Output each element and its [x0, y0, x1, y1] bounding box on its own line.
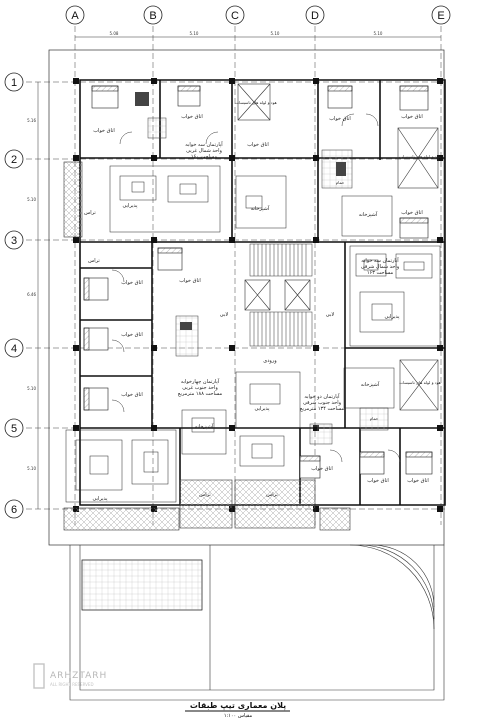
- dim-col-4: 5.10: [374, 31, 383, 36]
- label-kitchen-3: آشپزخانه: [195, 423, 214, 430]
- label-shaft-note-1: هود و لوله های تاسیسات: [235, 100, 277, 105]
- staircase: [249, 243, 313, 347]
- unit-4-name: آپارتمان دو خوابه: [304, 393, 340, 400]
- grid-col-c: C: [231, 10, 239, 22]
- brand-sub: ALL RIGHT RESERVED: [50, 682, 94, 687]
- kitchens: [181, 175, 395, 455]
- label-lobby-1: لابی: [220, 312, 229, 318]
- terraces: [63, 161, 351, 531]
- dim-col-2: 5.10: [190, 31, 199, 36]
- unit-2-name: آپارتمان سه خوابه: [361, 257, 399, 264]
- label-bedroom-10: اتاق خواب: [179, 278, 201, 284]
- grid-row-2: 2: [11, 154, 17, 166]
- doors: [111, 113, 401, 463]
- dim-row-3: 6.46: [27, 292, 36, 297]
- site-landscape: [69, 544, 445, 701]
- label-terrace-3: تراس: [266, 492, 278, 498]
- grid-row-bubbles: 1 2 3 4 5 6: [4, 72, 24, 519]
- grid-row-6: 6: [11, 504, 17, 516]
- beds: [83, 85, 433, 479]
- dim-row-1: 5.16: [27, 118, 36, 123]
- dim-row-4: 5.10: [27, 386, 36, 391]
- dim-col-1: 5.08: [110, 31, 119, 36]
- label-kitchen-2: آشپزخانه: [359, 211, 378, 218]
- unit-3-area: مساحت ۱۸۸ مترمربع: [178, 391, 223, 397]
- unit-labels: آپارتمان سه خوابه واحد شمال غربی مساحت ۱…: [178, 141, 400, 412]
- site-boundary: [48, 49, 445, 546]
- unit-1-position: واحد شمال غربی: [186, 148, 222, 154]
- label-lobby-2: لابی: [326, 312, 335, 318]
- label-bedroom-8: اتاق خواب: [121, 332, 143, 338]
- dimension-labels: 5.08 5.10 5.10 5.10 5.16 5.10 6.46 5.10 …: [27, 31, 383, 471]
- label-bedroom-9: اتاق خواب: [121, 392, 143, 398]
- grid-col-d: D: [311, 10, 319, 22]
- unit-4-position: واحد جنوب شرقی: [303, 400, 342, 406]
- unit-4-area: مساحت ۱۳۴ مترمربع: [300, 406, 345, 412]
- grid-col-b: B: [149, 10, 156, 22]
- grid-col-a: A: [71, 10, 79, 22]
- grid-column-bubbles: A B C D E: [65, 5, 451, 25]
- unit-2-area: مساحت ۱۶۳: [367, 270, 394, 276]
- label-bedroom-1: اتاق خواب: [93, 128, 115, 134]
- label-living-4: پذیرایی: [254, 406, 270, 412]
- grid-row-4: 4: [11, 343, 17, 355]
- grid-col-e: E: [437, 10, 444, 22]
- label-terrace-2: تراس: [199, 492, 211, 498]
- label-bedroom-7: اتاق خواب: [121, 280, 143, 286]
- label-bath-1: حمام: [336, 180, 345, 185]
- label-bedroom-2: اتاق خواب: [181, 114, 203, 120]
- title-block: پلان معماری تیپ طبقات مقیاس ۱:۱۰۰: [185, 701, 290, 719]
- unit-2-position: واحد شمال شرقی: [361, 264, 400, 270]
- dim-row-2: 5.10: [27, 197, 36, 202]
- label-terrace-4: تراس: [88, 258, 100, 264]
- label-entrance: ورودی: [263, 358, 277, 364]
- unit-3-position: واحد جنوب غربی: [182, 385, 218, 391]
- label-bedroom-13: اتاق خواب: [407, 478, 429, 484]
- dim-col-3: 5.10: [271, 31, 280, 36]
- label-kitchen-4: آشپزخانه: [361, 381, 380, 388]
- brand-name: ARHZTARH: [50, 671, 107, 681]
- label-bedroom-6: اتاق خواب: [401, 210, 423, 216]
- dim-row-5: 5.10: [27, 466, 36, 471]
- label-living-3: پذیرایی: [92, 496, 108, 502]
- label-bedroom-11: اتاق خواب: [311, 466, 333, 472]
- brand-watermark: ARHZTARH ALL RIGHT RESERVED: [33, 663, 107, 689]
- dimension-lines: [37, 36, 441, 509]
- drawing-title: پلان معماری تیپ طبقات: [190, 701, 286, 710]
- label-bedroom-4: اتاق خواب: [329, 116, 351, 122]
- grid-row-1: 1: [11, 77, 17, 89]
- label-terrace-1: تراس: [84, 210, 96, 216]
- label-living-2: پذیرایی: [384, 314, 400, 320]
- grid-row-5: 5: [11, 423, 17, 435]
- label-shaft-note-3: هود و لوله های تاسیسات: [399, 380, 441, 385]
- drawing-scale: مقیاس ۱:۱۰۰: [224, 713, 253, 719]
- label-bath-2: حمام: [370, 416, 379, 421]
- label-shaft-note-2: هود و لوله های تاسیسات: [399, 154, 441, 159]
- unit-1-name: آپارتمان سه خوابه: [185, 141, 223, 148]
- living-furniture: [65, 165, 441, 503]
- label-bedroom-5: اتاق خواب: [401, 114, 423, 120]
- label-kitchen-1: آشپزخانه: [251, 205, 270, 212]
- room-labels: اتاق خواب اتاق خواب اتاق خواب اتاق خواب …: [84, 100, 441, 502]
- grid-row-3: 3: [11, 235, 17, 247]
- unit-1-area: مساحت ۱۶۰: [191, 154, 218, 160]
- label-bedroom-3: اتاق خواب: [247, 142, 269, 148]
- label-living-1: پذیرایی: [122, 203, 138, 209]
- unit-3-name: آپارتمان چهارخوابه: [181, 378, 220, 385]
- shafts: [237, 83, 439, 411]
- wet-areas: [135, 92, 389, 445]
- label-bedroom-12: اتاق خواب: [367, 478, 389, 484]
